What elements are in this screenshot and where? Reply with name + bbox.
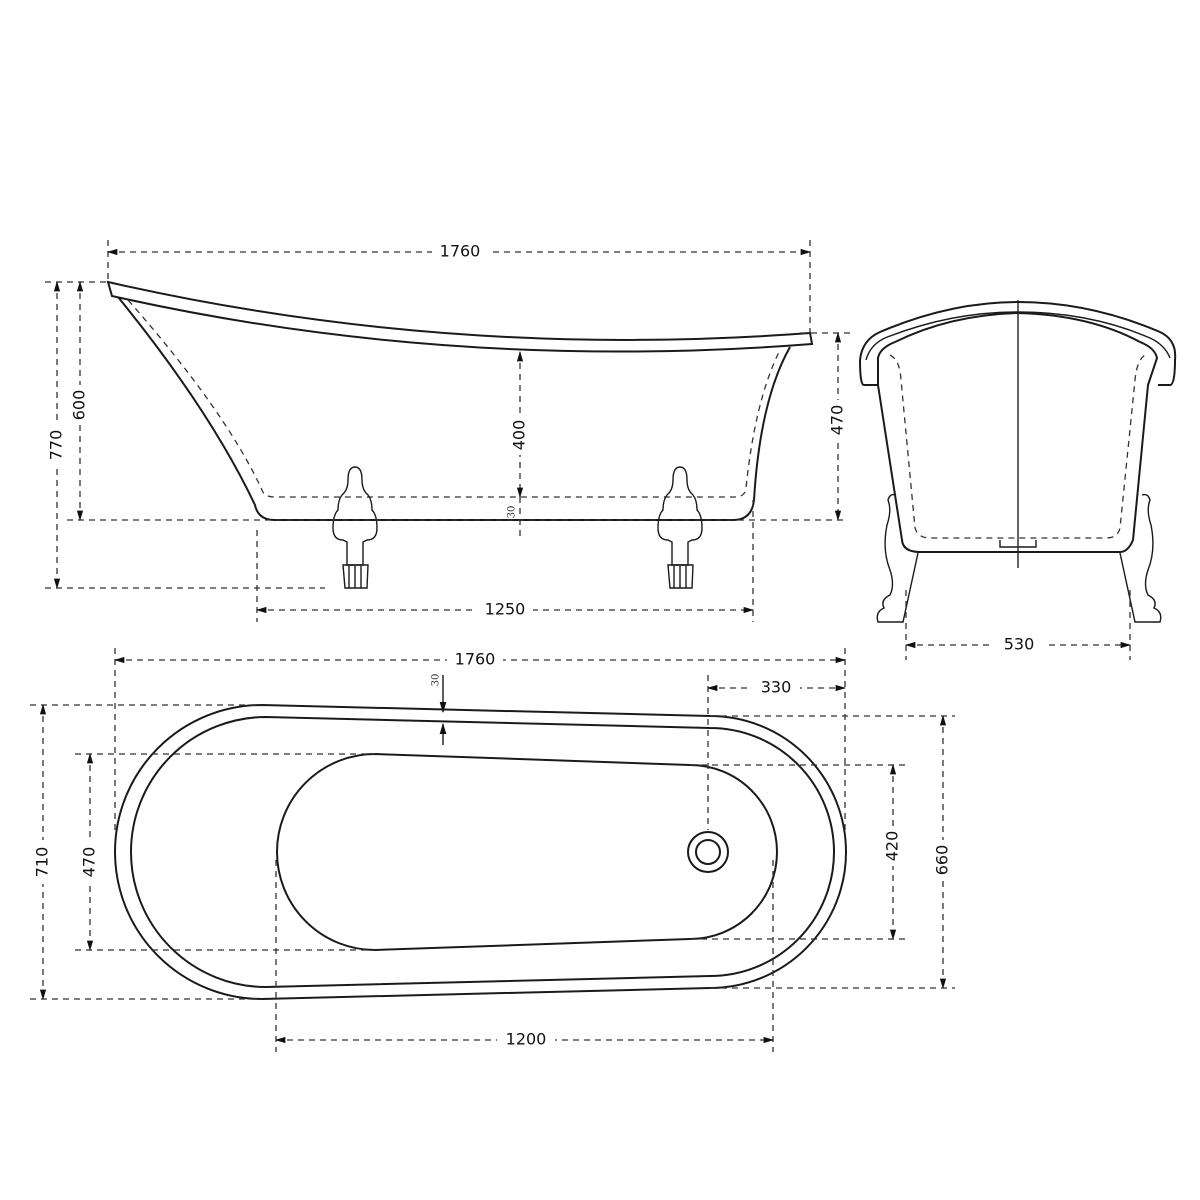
- basin-width-foot-label: 420: [883, 831, 902, 862]
- feet-spacing-label: 1250: [485, 600, 526, 619]
- drain-outer: [687, 831, 729, 873]
- tub-inner-wall: [127, 299, 781, 498]
- inner-rim: [130, 715, 835, 989]
- outer-width-label: 710: [33, 847, 52, 878]
- end-view: 530: [858, 300, 1177, 660]
- end-body: [877, 311, 1159, 553]
- end-height-label: 470: [828, 405, 847, 436]
- top-length-label: 1760: [455, 650, 496, 669]
- base-thickness-label: 30: [507, 506, 518, 519]
- drain-offset-label: 330: [761, 678, 792, 697]
- side-view: 1760 770 600 400 30 470 1250: [45, 240, 850, 622]
- inner-depth-label: 400: [510, 420, 529, 451]
- total-height-label: 770: [47, 430, 66, 461]
- claw-foot-left: [332, 466, 378, 589]
- rim-thickness-label: 30: [431, 674, 442, 687]
- basin-length-label: 1200: [506, 1030, 547, 1049]
- top-view: 1760 330 30 710 470 420 660 1200: [30, 648, 955, 1052]
- outer-outline: [114, 703, 847, 1001]
- feet-width-label: 530: [1004, 635, 1035, 654]
- claw-foot-right: [657, 466, 703, 589]
- body-height-label: 600: [70, 390, 89, 421]
- tub-rim: [106, 280, 814, 353]
- basin-width-head-label: 470: [80, 847, 99, 878]
- end-leg-right: [1119, 493, 1162, 623]
- foot-end-width-label: 660: [933, 845, 952, 876]
- side-length-label: 1760: [440, 242, 481, 261]
- end-leg-left: [876, 493, 919, 623]
- tub-outer-body: [117, 296, 791, 521]
- basin: [276, 752, 778, 952]
- drain-inner: [695, 839, 721, 865]
